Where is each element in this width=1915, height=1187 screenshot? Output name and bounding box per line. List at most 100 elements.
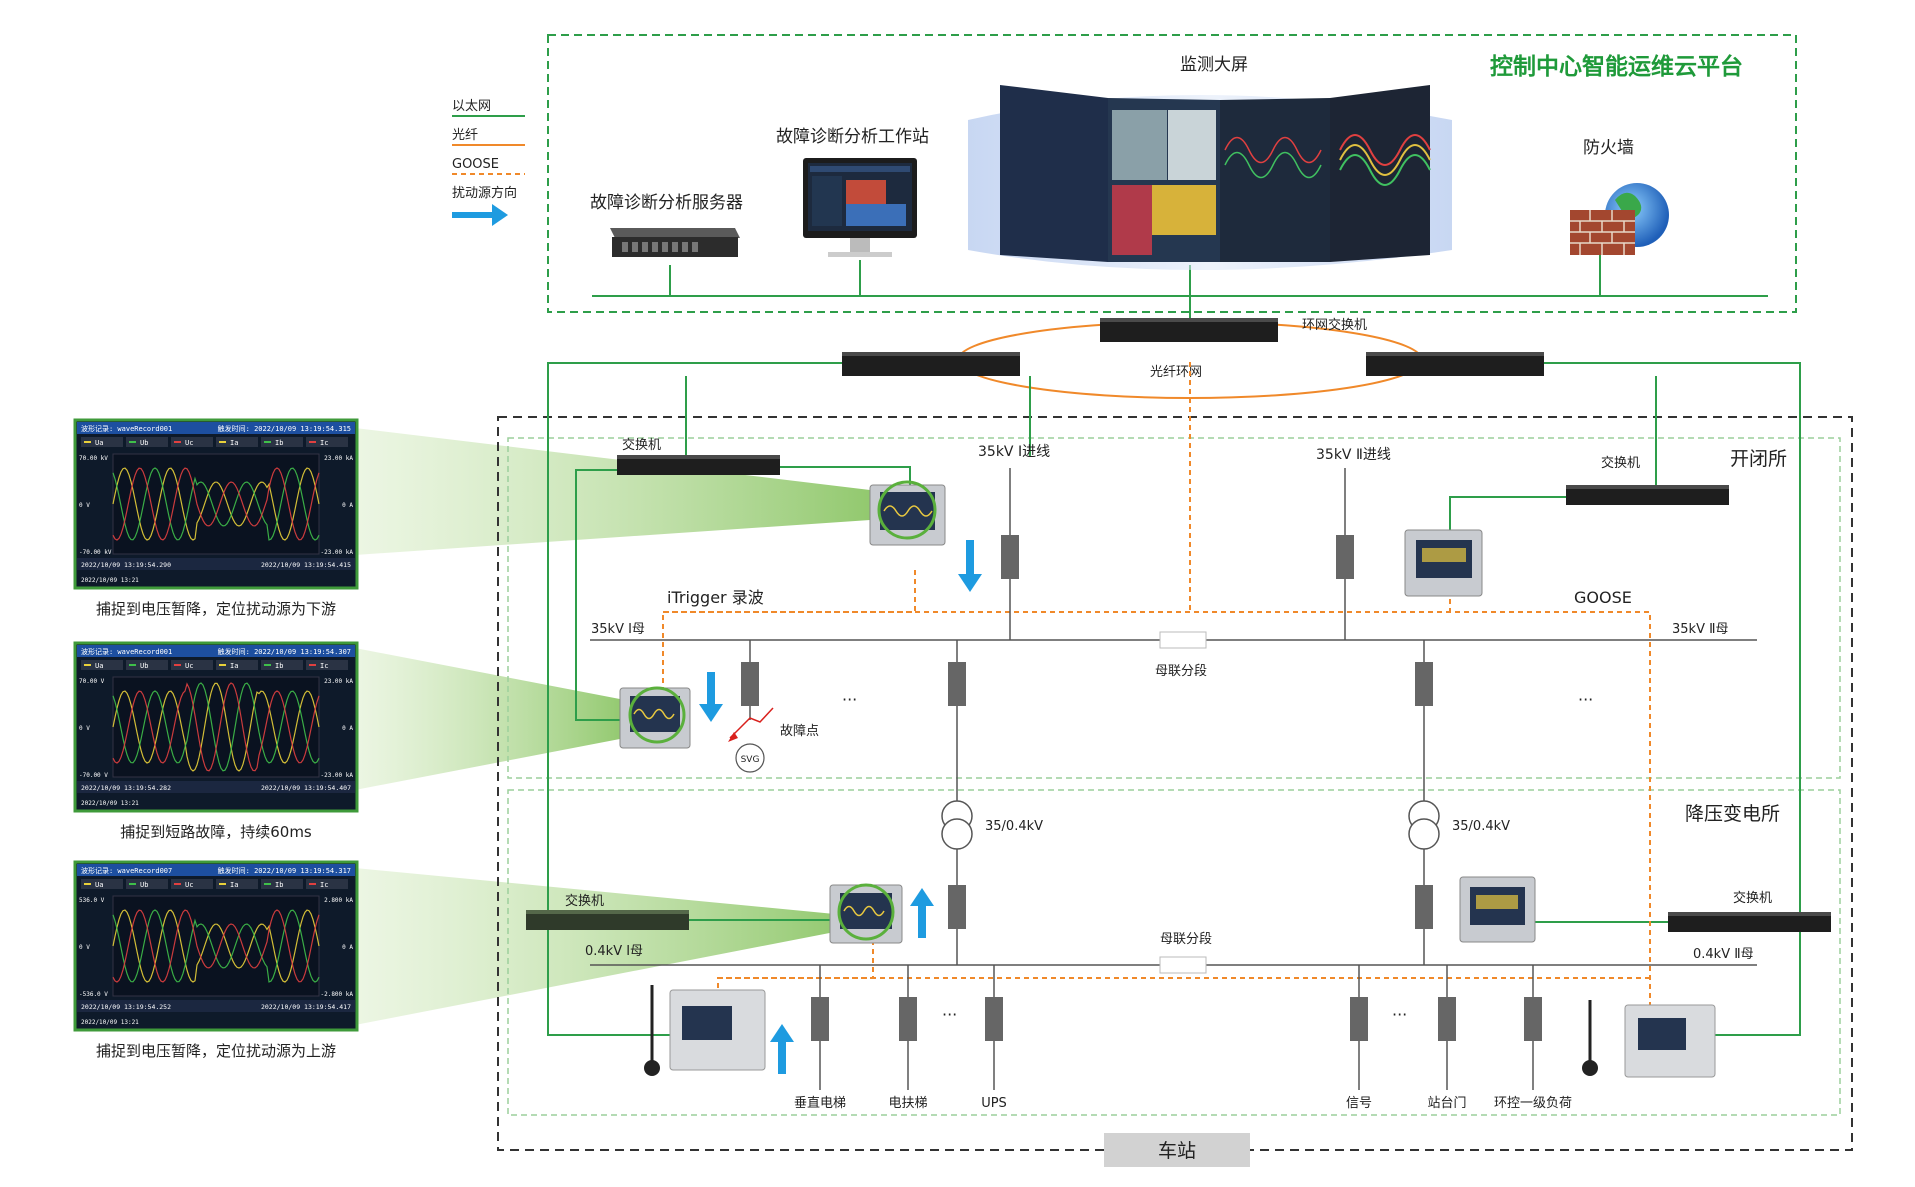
waveform-legend-item: Ub bbox=[140, 662, 148, 670]
waveform-axis-label: 2.800 kA bbox=[324, 897, 353, 904]
svg-device-icon bbox=[735, 743, 765, 773]
breakers bbox=[741, 535, 1542, 1041]
meter-35kv-1-icon bbox=[869, 480, 946, 546]
legend-goose-label: GOOSE bbox=[452, 157, 499, 172]
big-screen-label: 监测大屏 bbox=[1180, 55, 1248, 75]
waveform-time-start: 2022/10/09 13:19:54.252 bbox=[81, 1003, 171, 1011]
waveform-trigger-time: 触发时间: 2022/10/09 13:19:54.307 bbox=[218, 647, 351, 656]
transformer-2-label: 35/0.4kV bbox=[1452, 819, 1510, 834]
waveform-time-start: 2022/10/09 13:19:54.282 bbox=[81, 784, 171, 792]
waveform-axis-label: -70.00 kV bbox=[79, 549, 112, 556]
waveform-legend-item: Ua bbox=[95, 881, 103, 889]
ethernet-wiring bbox=[547, 362, 1801, 1036]
fault-lightning-icon bbox=[729, 707, 774, 739]
wireless-meter-left-icon bbox=[644, 985, 766, 1076]
server-label: 故障诊断分析服务器 bbox=[590, 193, 743, 213]
legend-arrow-icon bbox=[492, 204, 508, 226]
waveform-legend-item: Uc bbox=[185, 439, 193, 447]
switch-04kv-right-icon bbox=[1668, 912, 1831, 932]
disturbance-arrow-down-1-icon bbox=[958, 540, 982, 592]
beam-2 bbox=[355, 648, 625, 790]
waveform-trigger-time: 触发时间: 2022/10/09 13:19:54.315 bbox=[218, 424, 351, 433]
ellipsis-04kv-2: ··· bbox=[1392, 1005, 1407, 1024]
bus-04kv-2-label: 0.4kV Ⅱ母 bbox=[1693, 947, 1754, 962]
waveform-axis-label: 0 V bbox=[79, 725, 90, 732]
legend-ethernet-label: 以太网 bbox=[452, 99, 491, 114]
waveform-time-end: 2022/10/09 13:19:54.417 bbox=[261, 1003, 351, 1011]
ring-switch-label: 环网交换机 bbox=[1302, 317, 1367, 333]
monitor-icon bbox=[803, 158, 917, 257]
incoming-1-label: 35kV Ⅰ进线 bbox=[978, 444, 1050, 460]
beam-1 bbox=[355, 428, 870, 555]
meter-04kv-1-icon bbox=[829, 883, 903, 944]
bus-35kv-2-label: 35kV Ⅱ母 bbox=[1672, 622, 1729, 637]
waveform-legend-item: Ia bbox=[230, 881, 238, 889]
waveform-axis-label: -23.00 kA bbox=[320, 549, 353, 556]
station-label-box bbox=[1104, 1133, 1250, 1167]
load-label-6: 环控一级负荷 bbox=[1494, 1096, 1572, 1111]
waveform-legend-item: Ub bbox=[140, 439, 148, 447]
meter-35kv-2-icon bbox=[1404, 529, 1483, 597]
firewall-icon bbox=[1570, 183, 1669, 255]
waveform-time-start: 2022/10/09 13:19:54.290 bbox=[81, 561, 171, 569]
fiber-ring-label: 光纤环网 bbox=[1150, 365, 1202, 380]
cloud-platform: 控制中心智能运维云平台 监测大屏 故障诊断分析工作站 故障诊断分析服务器 防火墙 bbox=[547, 34, 1797, 320]
substation-title: 降压变电所 bbox=[1685, 803, 1780, 825]
meter-04kv-2-icon bbox=[1459, 876, 1536, 943]
waveform-footer: 2022/10/09 13:21 bbox=[81, 577, 139, 584]
waveform-legend-item: Ib bbox=[275, 662, 283, 670]
switch-35kv-left-icon bbox=[617, 455, 780, 475]
video-wall-icon bbox=[968, 85, 1452, 270]
waveform-axis-label: -70.00 V bbox=[79, 772, 108, 779]
waveform-legend-item: Ia bbox=[230, 662, 238, 670]
fiber-ring: 环网交换机 光纤环网 bbox=[842, 317, 1544, 399]
switch-04kv-right-label: 交换机 bbox=[1733, 890, 1772, 906]
station-label: 车站 bbox=[1158, 1140, 1196, 1162]
ring-switch-left-icon bbox=[842, 352, 1020, 376]
waveform-axis-label: 0 A bbox=[342, 502, 353, 509]
waveform-title: 波形记录: waveRecord007 bbox=[81, 866, 172, 875]
substation-border bbox=[507, 789, 1841, 1116]
waveform-legend-item: Uc bbox=[185, 881, 193, 889]
disturbance-arrow-up-2-icon bbox=[770, 1024, 794, 1074]
ellipsis-35kv-1: ··· bbox=[842, 690, 857, 709]
waveform-footer: 2022/10/09 13:21 bbox=[81, 1019, 139, 1026]
waveform-time-end: 2022/10/09 13:19:54.407 bbox=[261, 784, 351, 792]
fault-point-label: 故障点 bbox=[780, 724, 819, 739]
waveform-legend-item: Ic bbox=[320, 439, 328, 447]
itrigger-label: iTrigger 录波 bbox=[667, 588, 764, 607]
server-icon bbox=[610, 228, 740, 257]
waveform-axis-label: 0 A bbox=[342, 944, 353, 951]
waveform-legend-item: Uc bbox=[185, 662, 193, 670]
load-label-3: UPS bbox=[981, 1096, 1007, 1111]
waveform-axis-label: 23.00 kA bbox=[324, 678, 353, 685]
waveform-caption: 捕捉到电压暂降，定位扰动源为下游 bbox=[96, 600, 336, 618]
waveform-axis-label: 70.00 V bbox=[79, 678, 105, 685]
waveform-axis-label: -2.800 kA bbox=[320, 991, 353, 998]
waveform-axis-label: 0 V bbox=[79, 944, 90, 951]
waveform-axis-label: 536.0 V bbox=[79, 897, 105, 904]
waveform-axis-label: -23.00 kA bbox=[320, 772, 353, 779]
waveform-legend-item: Ib bbox=[275, 439, 283, 447]
switch-04kv-left-label: 交换机 bbox=[565, 893, 604, 909]
waveform-legend-item: Ua bbox=[95, 662, 103, 670]
load-label-4: 信号 bbox=[1346, 1096, 1372, 1111]
waveform-axis-label: 23.00 kA bbox=[324, 455, 353, 462]
waveform-screen-3: 波形记录: waveRecord007 触发时间: 2022/10/09 13:1… bbox=[73, 860, 359, 1060]
wireless-meter-right-icon bbox=[1582, 1000, 1716, 1078]
load-label-1: 垂直电梯 bbox=[794, 1096, 846, 1111]
legend-arrow-label: 扰动源方向 bbox=[452, 185, 517, 201]
switching-station-title: 开闭所 bbox=[1730, 448, 1787, 470]
cloud-platform-title: 控制中心智能运维云平台 bbox=[1490, 53, 1743, 80]
switching-station-border bbox=[507, 437, 1841, 779]
highlight-beams bbox=[355, 428, 870, 1025]
switch-04kv-left-icon bbox=[526, 910, 689, 930]
svg-label: SVG bbox=[741, 755, 760, 765]
waveform-caption: 捕捉到电压暂降，定位扰动源为上游 bbox=[96, 1042, 336, 1060]
waveform-trigger-time: 触发时间: 2022/10/09 13:19:54.317 bbox=[218, 866, 351, 875]
ring-switch-right-icon bbox=[1366, 352, 1544, 376]
waveform-time-end: 2022/10/09 13:19:54.415 bbox=[261, 561, 351, 569]
waveform-legend-item: Ib bbox=[275, 881, 283, 889]
